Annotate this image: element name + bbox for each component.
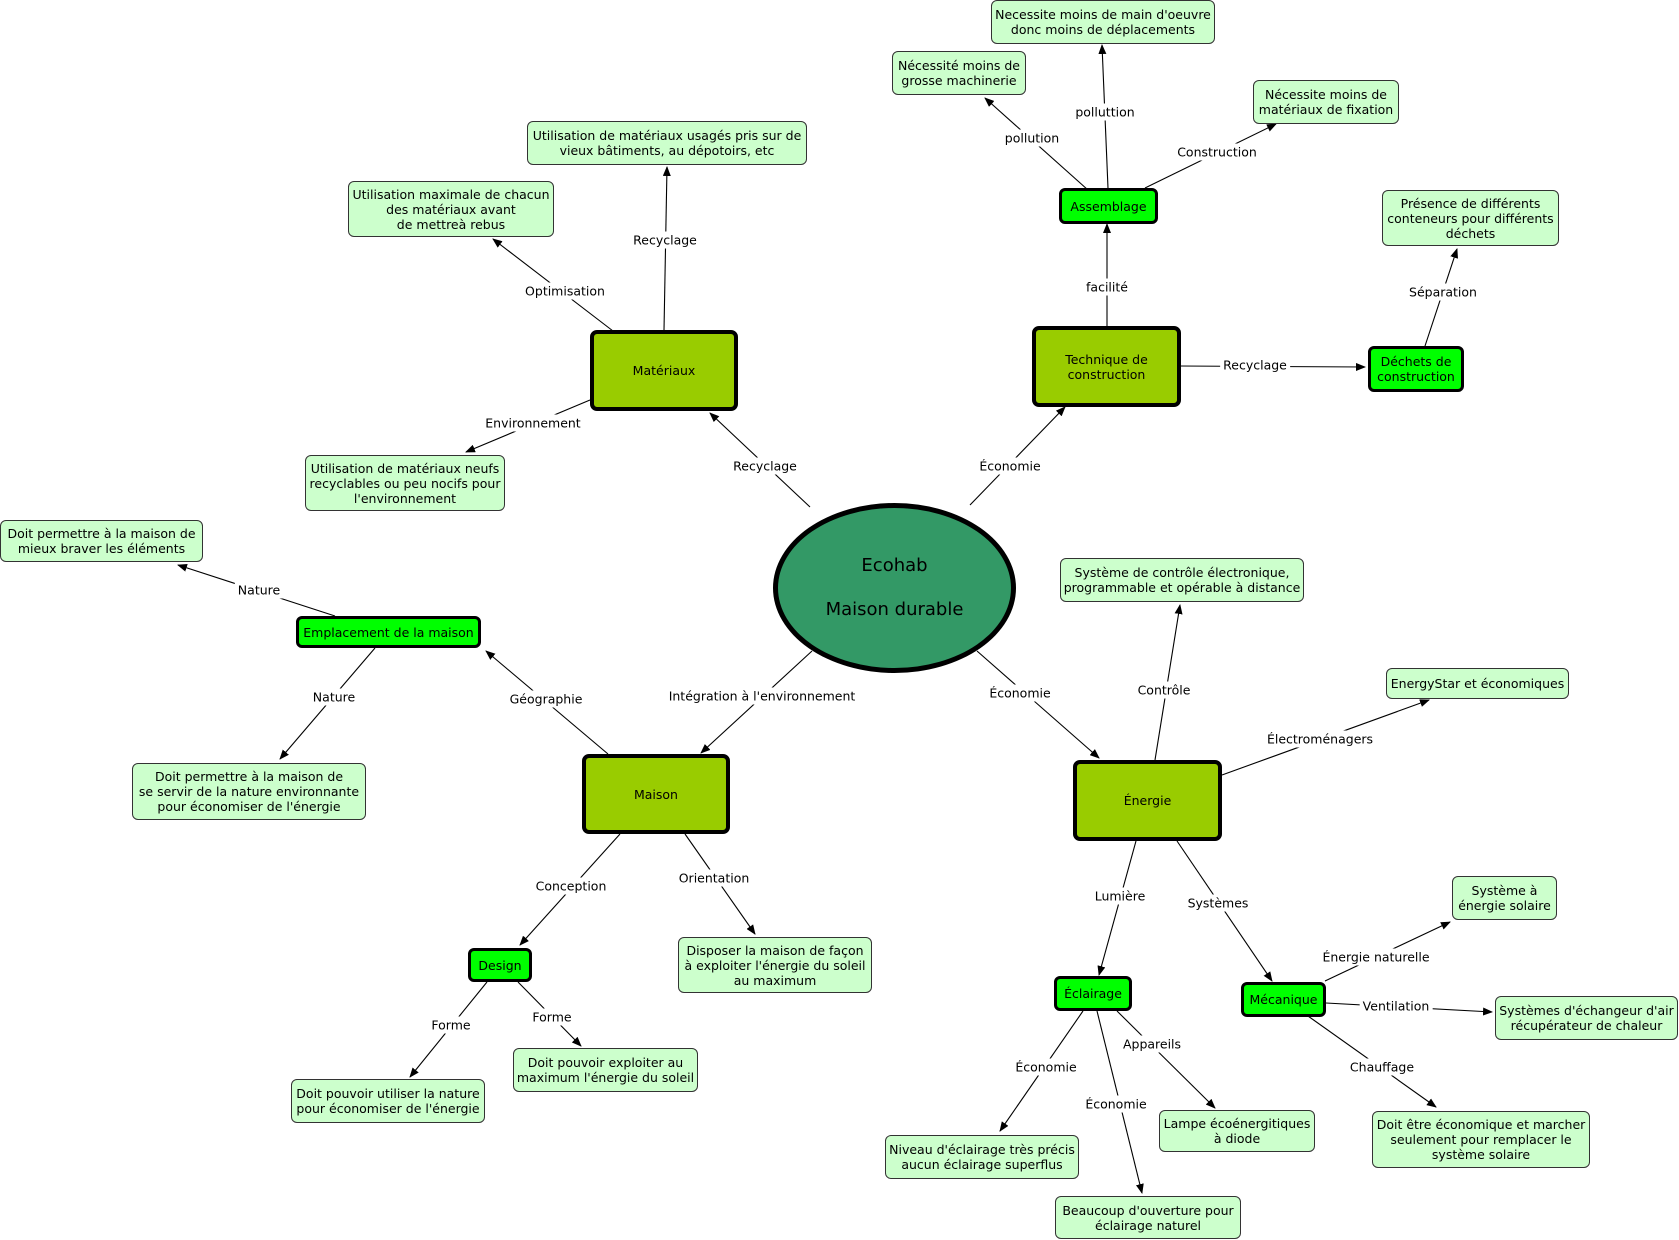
node-energie[interactable]: Énergie [1073, 760, 1222, 841]
link-label-economie-ecl-2: Économie [1082, 1095, 1150, 1113]
link-label-recyclage-center: Recyclage [730, 457, 800, 475]
link-label-ventilation: Ventilation [1359, 997, 1433, 1015]
leaf-energystar[interactable]: EnergyStar et économiques [1386, 668, 1569, 699]
link-label-controle: Contrôle [1134, 681, 1194, 699]
link-label-economie-ecl-1: Économie [1012, 1058, 1080, 1076]
connector [662, 166, 671, 331]
node-design[interactable]: Design [468, 948, 532, 982]
link-label-geographie: Géographie [506, 690, 586, 708]
link-label-economie-energie: Économie [986, 684, 1054, 702]
link-label-orientation: Orientation [675, 869, 753, 887]
link-label-forme-2: Forme [529, 1008, 575, 1026]
leaf-conteneurs[interactable]: Présence de différents conteneurs pour d… [1382, 190, 1559, 246]
link-label-pollution: pollution [1001, 129, 1063, 147]
leaf-main-oeuvre[interactable]: Necessite moins de main d'oeuvre donc mo… [991, 0, 1215, 44]
node-emplacement[interactable]: Emplacement de la maison [296, 616, 481, 648]
node-materiaux[interactable]: Matériaux [590, 330, 738, 411]
leaf-utiliser-nature[interactable]: Doit pouvoir utiliser la nature pour éco… [291, 1079, 485, 1123]
center-title: Ecohab [861, 555, 928, 576]
leaf-neufs[interactable]: Utilisation de matériaux neufs recyclabl… [305, 455, 505, 511]
link-label-systemes: Systèmes [1184, 894, 1252, 912]
center-subtitle: Maison durable [825, 599, 964, 620]
leaf-usages[interactable]: Utilisation de matériaux usagés pris sur… [527, 121, 807, 165]
link-label-polluttion: polluttion [1072, 103, 1138, 121]
link-label-optimisation: Optimisation [522, 282, 608, 300]
link-label-separation: Séparation [1406, 283, 1480, 301]
leaf-maximale[interactable]: Utilisation maximale de chacun des matér… [348, 181, 554, 237]
leaf-disposer[interactable]: Disposer la maison de façon à exploiter … [678, 937, 872, 993]
leaf-solaire[interactable]: Système à énergie solaire [1452, 876, 1557, 920]
leaf-exploiter-soleil[interactable]: Doit pouvoir exploiter au maximum l'éner… [513, 1048, 698, 1092]
link-label-forme-1: Forme [428, 1016, 474, 1034]
center-node[interactable]: Ecohab Maison durable [773, 503, 1016, 673]
leaf-chauffage[interactable]: Doit être économique et marcher seulemen… [1372, 1111, 1590, 1168]
node-maison[interactable]: Maison [582, 754, 730, 834]
link-label-nature-1: Nature [234, 581, 284, 599]
link-label-energie-naturelle: Énergie naturelle [1319, 948, 1433, 966]
link-label-integration: Intégration à l'environnement [665, 687, 859, 705]
connector [1097, 840, 1137, 976]
node-assemblage[interactable]: Assemblage [1059, 188, 1158, 224]
node-technique[interactable]: Technique de construction [1032, 326, 1181, 407]
link-label-environnement: Environnement [482, 414, 584, 432]
leaf-ouverture[interactable]: Beaucoup d'ouverture pour éclairage natu… [1055, 1196, 1241, 1239]
node-mecanique[interactable]: Mécanique [1241, 982, 1326, 1017]
link-label-recyclage-mat: Recyclage [630, 231, 700, 249]
node-dechets[interactable]: Déchets de construction [1368, 346, 1464, 392]
link-label-recyclage-tech: Recyclage [1220, 356, 1290, 374]
link-label-facilite: facilité [1083, 278, 1131, 296]
connector [969, 406, 1066, 506]
link-label-nature-2: Nature [309, 688, 359, 706]
leaf-fixation[interactable]: Nécessite moins de matériaux de fixation [1253, 80, 1399, 124]
leaf-lampe[interactable]: Lampe écoénergitiques à diode [1159, 1110, 1315, 1152]
leaf-echangeur[interactable]: Systèmes d'échangeur d'air récupérateur … [1495, 996, 1678, 1040]
leaf-controle[interactable]: Système de contrôle électronique, progra… [1060, 558, 1304, 602]
link-label-appareils: Appareils [1119, 1035, 1185, 1053]
link-label-conception: Conception [532, 877, 610, 895]
node-eclairage[interactable]: Éclairage [1054, 976, 1132, 1011]
connector [1116, 1010, 1216, 1109]
leaf-servir[interactable]: Doit permettre à la maison de se servir … [132, 763, 366, 820]
link-label-construction: Construction [1174, 143, 1260, 161]
link-label-economie-tech: Économie [976, 457, 1044, 475]
leaf-braver[interactable]: Doit permettre à la maison de mieux brav… [0, 520, 203, 562]
leaf-niveau[interactable]: Niveau d'éclairage très précis aucun écl… [885, 1135, 1079, 1179]
link-label-lumiere: Lumière [1091, 887, 1149, 905]
link-label-electromenagers: Électroménagers [1263, 730, 1377, 748]
leaf-machinerie[interactable]: Nécessité moins de grosse machinerie [892, 51, 1026, 95]
connector [976, 650, 1100, 759]
link-label-chauffage: Chauffage [1346, 1058, 1418, 1076]
